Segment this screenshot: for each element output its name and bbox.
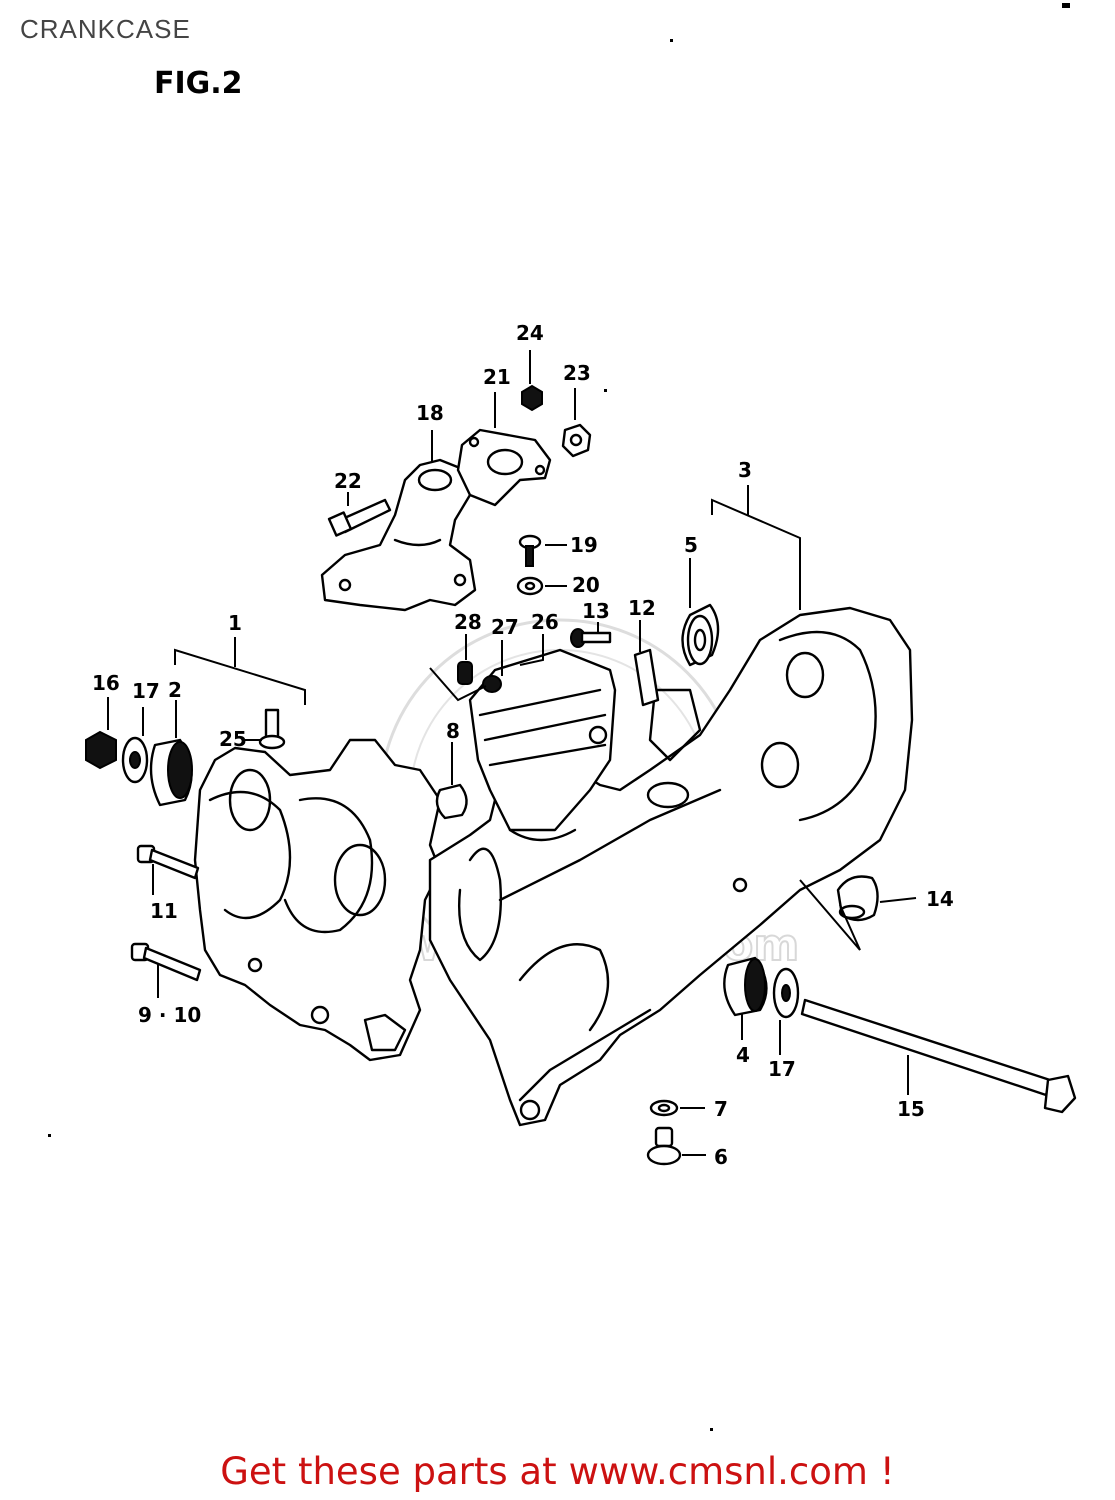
callout-7: 7 xyxy=(714,1097,728,1121)
callout-15: 15 xyxy=(897,1097,925,1121)
bolt-11-part xyxy=(136,844,200,880)
gasket-7-part xyxy=(649,1099,679,1117)
callout-27: 27 xyxy=(491,615,519,639)
screw-part xyxy=(518,534,542,567)
washer-17-right-part xyxy=(772,967,800,1019)
callout-16: 16 xyxy=(92,671,120,695)
footer-link[interactable]: www.cmsnl.com xyxy=(568,1450,868,1493)
oil-filler-cap-part xyxy=(836,875,879,922)
scan-specks xyxy=(48,3,1070,1431)
manifold-nut-part xyxy=(561,423,592,458)
drain-plug-6-part xyxy=(646,1126,682,1166)
footer-suffix: ! xyxy=(879,1450,895,1493)
callout-1: 1 xyxy=(228,611,242,635)
bushing-4-part xyxy=(723,956,768,1017)
leader-lines xyxy=(107,350,917,1156)
washer-part xyxy=(516,576,544,596)
callout-3: 3 xyxy=(738,458,752,482)
breather-pipe-25-part xyxy=(258,708,286,750)
callout-20: 20 xyxy=(572,573,600,597)
bushing-2-part xyxy=(149,738,193,807)
intake-manifold-part xyxy=(320,458,477,612)
bolt-9-10-part xyxy=(130,942,202,982)
crankcase-right-half-part xyxy=(428,606,914,1127)
callout-13: 13 xyxy=(582,599,610,623)
page-title: CRANKCASE xyxy=(20,14,191,44)
callout-2: 2 xyxy=(168,678,182,702)
footer-promo: Get these parts at www.cmsnl.com! xyxy=(0,1450,1115,1493)
manifold-bolt-part xyxy=(327,498,392,537)
dowel-pin-part xyxy=(457,661,502,693)
callout-4: 4 xyxy=(736,1043,750,1067)
callout-17-right: 17 xyxy=(768,1057,796,1081)
manifold-flange-part xyxy=(456,428,552,507)
bushing-part xyxy=(435,783,468,820)
callout-21: 21 xyxy=(483,365,511,389)
callout-26: 26 xyxy=(531,610,559,634)
manifold-cap-nut-part xyxy=(521,384,543,412)
callout-6: 6 xyxy=(714,1145,728,1169)
callout-18: 18 xyxy=(416,401,444,425)
callout-17-left: 17 xyxy=(132,679,160,703)
bearing-part xyxy=(681,603,720,667)
figure-label: FIG.2 xyxy=(154,66,243,101)
callout-12: 12 xyxy=(628,596,656,620)
callout-19: 19 xyxy=(570,533,598,557)
callout-25: 25 xyxy=(219,727,247,751)
callout-8: 8 xyxy=(446,719,460,743)
bolt-13-part xyxy=(570,628,612,648)
footer-prefix: Get these parts at xyxy=(220,1450,557,1493)
dowel-plate-part xyxy=(633,648,660,707)
callout-23: 23 xyxy=(563,361,591,385)
crankcase-left-half-part xyxy=(193,738,442,1062)
callout-22: 22 xyxy=(334,469,362,493)
long-through-bolt-part xyxy=(800,998,1077,1114)
callout-14: 14 xyxy=(926,887,954,911)
callout-28: 28 xyxy=(454,610,482,634)
callout-9-10: 9 · 10 xyxy=(138,1003,201,1027)
callout-24: 24 xyxy=(516,321,544,345)
callout-5: 5 xyxy=(684,533,698,557)
washer-17-left-part xyxy=(121,736,149,784)
nut-16-part xyxy=(85,730,117,770)
callout-labels: 1 2 3 4 5 6 7 8 9 · 10 11 12 13 14 15 16… xyxy=(92,321,954,1169)
callout-11: 11 xyxy=(150,899,178,923)
